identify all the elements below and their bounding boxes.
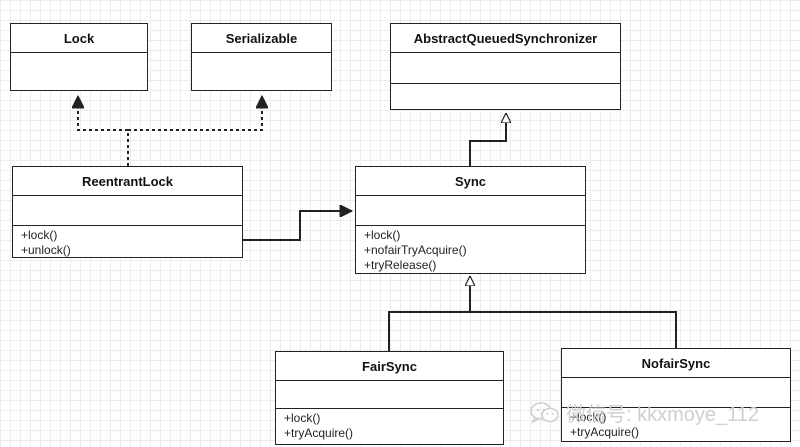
- method-item: +lock(): [284, 411, 321, 425]
- method-item: +lock(): [570, 410, 607, 424]
- operations-compartment: [391, 84, 620, 109]
- operations-compartment: +lock() +nofairTryAcquire() +tryRelease(…: [356, 226, 585, 273]
- attributes-compartment: [391, 53, 620, 84]
- attributes-compartment: [11, 53, 147, 90]
- method-item: +lock(): [21, 228, 58, 242]
- attributes-compartment: [13, 196, 242, 226]
- class-serializable[interactable]: Serializable: [191, 23, 332, 91]
- method-item: +tryRelease(): [364, 258, 437, 272]
- method-item: +tryAcquire(): [570, 425, 640, 439]
- class-sync[interactable]: Sync +lock() +nofairTryAcquire() +tryRel…: [355, 166, 586, 274]
- association-edge: [243, 211, 352, 241]
- class-nofair-sync[interactable]: NofairSync +lock() +tryAcquire(): [561, 348, 791, 442]
- class-reentrant-lock[interactable]: ReentrantLock +lock() +unlock(): [12, 166, 243, 258]
- method-item: +unlock(): [21, 243, 71, 257]
- generalization-edges-subclasses: [388, 276, 677, 351]
- class-name: AbstractQueuedSynchronizer: [391, 24, 620, 53]
- class-name: FairSync: [276, 352, 503, 381]
- class-abstract-queued-synchronizer[interactable]: AbstractQueuedSynchronizer: [390, 23, 621, 110]
- attributes-compartment: [276, 381, 503, 409]
- method-item: +nofairTryAcquire(): [364, 243, 467, 257]
- operations-compartment: +lock() +tryAcquire(): [562, 408, 790, 441]
- attributes-compartment: [562, 378, 790, 408]
- generalization-edge-sync-aqs: [469, 113, 506, 166]
- operations-compartment: +lock() +unlock(): [13, 226, 242, 257]
- class-name: Lock: [11, 24, 147, 53]
- attributes-compartment: [192, 53, 331, 90]
- operations-compartment: +lock() +tryAcquire(): [276, 409, 503, 444]
- class-name: NofairSync: [562, 349, 790, 378]
- method-item: +tryAcquire(): [284, 426, 354, 440]
- method-item: +lock(): [364, 228, 401, 242]
- class-name: Serializable: [192, 24, 331, 53]
- class-name: ReentrantLock: [13, 167, 242, 196]
- class-fair-sync[interactable]: FairSync +lock() +tryAcquire(): [275, 351, 504, 445]
- class-name: Sync: [356, 167, 585, 196]
- class-lock[interactable]: Lock: [10, 23, 148, 91]
- attributes-compartment: [356, 196, 585, 226]
- realization-edges: [78, 96, 262, 166]
